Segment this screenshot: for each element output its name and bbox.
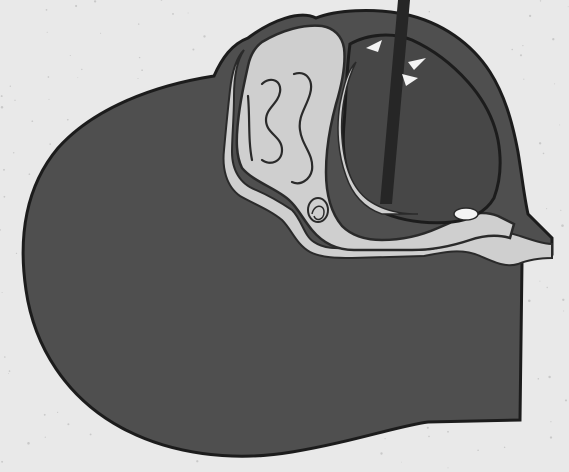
speckle-dot [428,436,430,438]
speckle-dot [1,106,4,109]
speckle-dot [67,119,69,121]
speckle-dot [3,169,5,171]
speckle-dot [203,35,205,37]
speckle-dot [94,0,96,2]
speckle-dot [511,49,513,51]
speckle-dot [559,124,560,125]
speckle-dot [49,143,51,145]
speckle-dot [565,399,567,401]
speckle-dot [539,281,540,282]
speckle-dot [46,9,48,11]
speckle-dot [529,15,531,17]
speckle-dot [47,32,48,33]
speckle-dot [44,414,46,416]
speckle-dot [48,76,50,78]
speckle-dot [539,142,541,144]
speckle-dot [547,287,548,288]
speckle-dot [48,99,49,100]
speckle-dot [522,45,523,46]
speckle-dot [548,376,550,378]
speckle-dot [75,5,77,7]
speckle-dot [161,0,163,1]
speckle-dot [0,229,1,231]
sinus-loop [308,198,328,222]
speckle-dot [77,77,78,78]
speckle-dot [560,210,561,211]
speckle-dot [81,69,82,70]
speckle-dot [550,436,552,438]
speckle-dot [192,48,194,50]
speckle-dot [4,356,6,358]
speckle-dot [196,460,198,462]
speckle-dot [563,310,564,311]
speckle-dot [528,300,531,303]
speckle-dot [141,69,143,71]
speckle-dot [90,433,92,435]
speckle-dot [139,57,140,58]
speckle-dot [552,38,554,40]
speckle-dot [550,421,551,422]
speckle-dot [447,431,449,433]
speckle-dot [100,33,101,34]
speckle-dot [172,13,174,15]
speckle-dot [27,442,30,445]
speckle-dot [188,13,189,14]
speckle-dot [523,79,524,80]
air-pocket [454,208,478,220]
speckle-dot [57,412,58,413]
speckle-dot [13,152,14,153]
speckle-dot [29,173,31,175]
speckle-dot [543,153,545,155]
speckle-dot [540,0,541,1]
speckle-dot [380,452,382,454]
speckle-dot [520,54,522,56]
speckle-dot [504,447,505,448]
speckle-dot [546,208,547,209]
speckle-dot [561,224,564,227]
speckle-dot [477,449,479,451]
speckle-dot [562,299,564,301]
speckle-dot [427,427,429,429]
speckle-dot [9,370,11,372]
speckle-dot [14,100,15,101]
speckle-dot [4,196,6,198]
speckle-dot [137,78,138,79]
speckle-dot [67,423,69,425]
speckle-dot [554,83,555,84]
speckle-dot [401,462,402,463]
speckle-dot [568,6,569,7]
speckle-dot [138,23,139,24]
speckle-dot [429,11,430,12]
speckle-dot [1,95,3,97]
speckle-dot [448,467,449,468]
speckle-dot [10,86,11,87]
speckle-dot [1,461,3,463]
speckle-dot [2,292,3,293]
speckle-dot [385,438,386,439]
speckle-dot [31,120,33,122]
speckle-dot [70,55,71,56]
speckle-dot [8,373,9,374]
speckle-dot [538,378,540,380]
speckle-dot [16,253,17,254]
speckle-dot [45,437,46,438]
